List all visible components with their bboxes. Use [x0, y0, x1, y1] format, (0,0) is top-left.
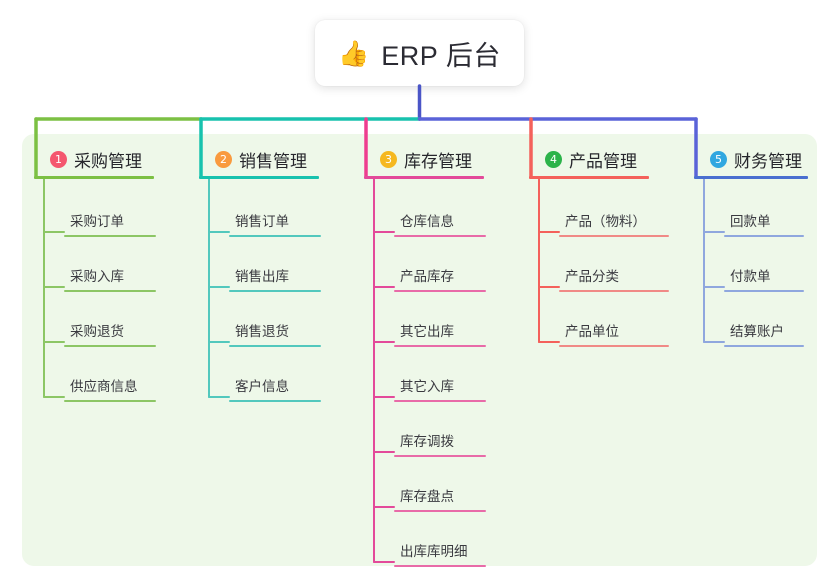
thumbs-up-icon: 👍 [338, 38, 370, 68]
leaf-node[interactable]: 产品单位 [559, 320, 669, 347]
leaf-node[interactable]: 仓库信息 [394, 210, 486, 237]
branch-header-4[interactable]: 4 产品管理 [529, 146, 649, 172]
leaf-node[interactable]: 付款单 [724, 265, 804, 292]
leaf-node[interactable]: 销售退货 [229, 320, 321, 347]
diagram-panel [22, 134, 817, 566]
leaf-node-rule [394, 290, 486, 292]
leaf-node-label: 出库库明细 [400, 544, 468, 559]
root-node-label: ERP 后台 [381, 40, 501, 71]
branch-rule-1 [34, 176, 154, 179]
leaf-node-rule [559, 235, 669, 237]
leaf-node-label: 供应商信息 [70, 379, 138, 394]
leaf-node-rule [559, 290, 669, 292]
branch-rule-3 [364, 176, 484, 179]
leaf-node[interactable]: 产品库存 [394, 265, 486, 292]
branch-column-5: 5 财务管理回款单付款单结算账户 [694, 146, 808, 347]
leaf-node-label: 采购退货 [70, 324, 124, 339]
leaf-node[interactable]: 采购退货 [64, 320, 156, 347]
leaf-node-rule [229, 400, 321, 402]
branch-column-2: 2 销售管理销售订单销售出库销售退货客户信息 [199, 146, 321, 402]
branch-title-3: 库存管理 [404, 151, 472, 171]
branch-column-4: 4 产品管理产品（物料） 产品分类产品单位 [529, 146, 669, 347]
leaf-node-rule [64, 400, 156, 402]
leaf-node-label: 客户信息 [235, 379, 289, 394]
leaf-node[interactable]: 产品分类 [559, 265, 669, 292]
branch-badge-1: 1 [50, 150, 67, 168]
leaf-node[interactable]: 销售订单 [229, 210, 321, 237]
branch-column-1: 1 采购管理采购订单采购入库采购退货供应商信息 [34, 146, 156, 402]
branch-header-1[interactable]: 1 采购管理 [34, 146, 154, 172]
leaf-node-rule [64, 345, 156, 347]
leaf-node[interactable]: 客户信息 [229, 375, 321, 402]
leaf-node-label: 采购入库 [70, 269, 124, 284]
branch-column-3: 3 库存管理仓库信息产品库存其它出库其它入库库存调拨库存盘点出库库明细 [364, 146, 486, 567]
leaf-node-label: 采购订单 [70, 214, 124, 229]
leaf-node[interactable]: 销售出库 [229, 265, 321, 292]
leaf-node[interactable]: 采购入库 [64, 265, 156, 292]
leaf-node-label: 销售出库 [235, 269, 289, 284]
leaf-node[interactable]: 供应商信息 [64, 375, 156, 402]
branch-badge-4: 4 [545, 150, 562, 168]
branch-rule-2 [199, 176, 319, 179]
leaf-node-label: 付款单 [730, 269, 771, 284]
leaf-node-label: 销售订单 [235, 214, 289, 229]
leaf-node-rule [394, 565, 486, 567]
leaf-node[interactable]: 产品（物料） [559, 210, 669, 237]
leaf-node-label: 其它出库 [400, 324, 454, 339]
branch-rule-5 [694, 176, 808, 179]
leaf-node-rule [394, 455, 486, 457]
leaf-node[interactable]: 结算账户 [724, 320, 804, 347]
leaf-node[interactable]: 回款单 [724, 210, 804, 237]
leaf-node-rule [724, 235, 804, 237]
leaf-node-label: 库存调拨 [400, 434, 454, 449]
branch-title-4: 产品管理 [569, 151, 637, 171]
branch-header-5[interactable]: 5 财务管理 [694, 146, 808, 172]
leaf-node-rule [229, 290, 321, 292]
leaf-node-label: 库存盘点 [400, 489, 454, 504]
branch-header-2[interactable]: 2 销售管理 [199, 146, 319, 172]
leaf-node-rule [64, 290, 156, 292]
root-node[interactable]: 👍 ERP 后台 [315, 20, 524, 86]
leaf-node[interactable]: 其它出库 [394, 320, 486, 347]
leaf-node-label: 产品单位 [565, 324, 619, 339]
leaf-node-label: 销售退货 [235, 324, 289, 339]
leaf-node-label: 产品（物料） [565, 214, 646, 229]
branch-rule-4 [529, 176, 649, 179]
leaf-node[interactable]: 库存调拨 [394, 430, 486, 457]
leaf-node-rule [394, 235, 486, 237]
leaf-node-rule [394, 400, 486, 402]
root-node-content: 👍 ERP 后台 [338, 34, 501, 73]
leaf-node[interactable]: 出库库明细 [394, 540, 486, 567]
leaf-node-rule [559, 345, 669, 347]
leaf-node[interactable]: 其它入库 [394, 375, 486, 402]
leaf-node[interactable]: 采购订单 [64, 210, 156, 237]
leaf-node-rule [394, 345, 486, 347]
leaf-node-rule [724, 290, 804, 292]
leaf-node-label: 结算账户 [730, 324, 784, 339]
branch-badge-3: 3 [380, 150, 397, 168]
leaf-node-label: 产品分类 [565, 269, 619, 284]
leaf-node-label: 回款单 [730, 214, 771, 229]
leaf-node-rule [229, 345, 321, 347]
branch-title-5: 财务管理 [734, 151, 802, 171]
branch-title-1: 采购管理 [74, 151, 142, 171]
branch-header-3[interactable]: 3 库存管理 [364, 146, 484, 172]
leaf-node-label: 其它入库 [400, 379, 454, 394]
branch-badge-5: 5 [710, 150, 727, 168]
leaf-node-rule [229, 235, 321, 237]
branch-badge-2: 2 [215, 150, 232, 168]
leaf-node-rule [64, 235, 156, 237]
leaf-node-label: 产品库存 [400, 269, 454, 284]
branch-title-2: 销售管理 [239, 151, 307, 171]
leaf-node-rule [724, 345, 804, 347]
leaf-node-label: 仓库信息 [400, 214, 454, 229]
leaf-node-rule [394, 510, 486, 512]
leaf-node[interactable]: 库存盘点 [394, 485, 486, 512]
